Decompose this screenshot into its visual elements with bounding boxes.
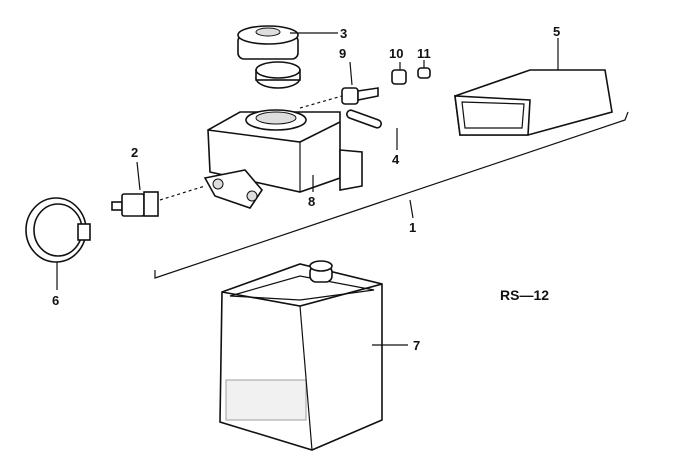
sensor-switch-drawing xyxy=(111,185,206,217)
callout-9: 9 xyxy=(339,46,346,61)
assembly-bracket xyxy=(154,111,629,279)
washer-nut-drawing xyxy=(391,69,407,85)
callout-4: 4 xyxy=(392,152,400,167)
sleeve-drawing xyxy=(454,69,613,136)
plug-drawing xyxy=(417,67,431,79)
screw-drawing xyxy=(341,87,379,105)
diagram-code: RS—12 xyxy=(500,287,549,303)
leader-2 xyxy=(136,161,141,191)
callout-8: 8 xyxy=(308,194,315,209)
pin-drawing xyxy=(346,109,382,129)
callout-10: 10 xyxy=(389,46,403,61)
leader-1 xyxy=(409,199,414,219)
callout-7: 7 xyxy=(413,338,420,353)
callout-11: 11 xyxy=(417,46,431,61)
master-cylinder-drawing xyxy=(203,109,363,209)
callout-6: 6 xyxy=(52,293,59,308)
reservoir-cap-drawing xyxy=(237,25,301,89)
hose-clamp-drawing xyxy=(25,197,91,263)
callout-5: 5 xyxy=(553,24,560,39)
leader-9 xyxy=(349,61,353,86)
fluid-can-drawing xyxy=(219,260,383,451)
callout-3: 3 xyxy=(340,26,347,41)
callout-2: 2 xyxy=(131,145,138,160)
callout-1: 1 xyxy=(409,220,416,235)
